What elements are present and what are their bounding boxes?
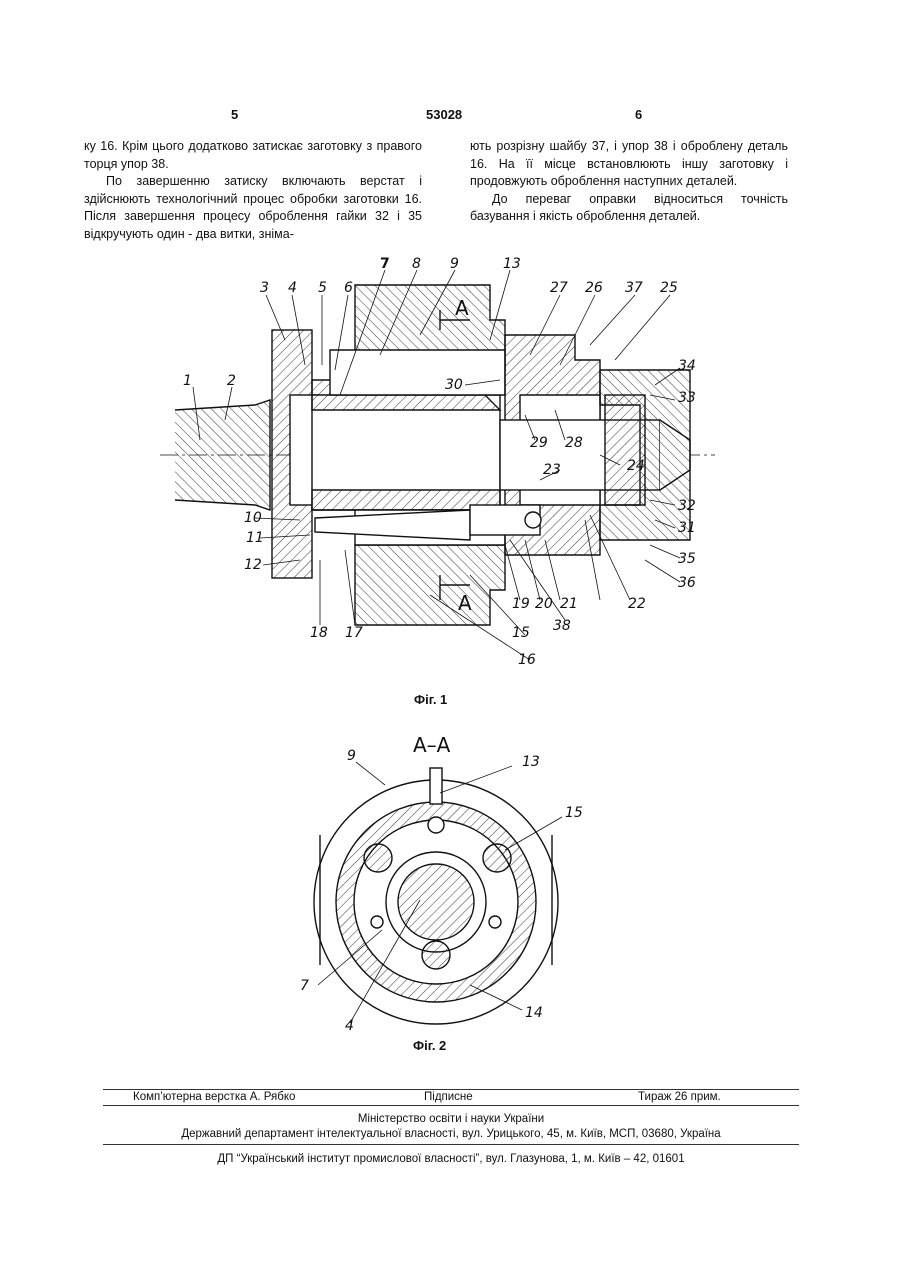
label-4: 4 bbox=[345, 1018, 354, 1034]
label-5: 5 bbox=[318, 280, 327, 296]
footer-rule-bottom bbox=[103, 1144, 799, 1145]
label-6: 6 bbox=[344, 280, 353, 296]
label-31: 31 bbox=[678, 520, 696, 536]
label-7: 7 bbox=[300, 978, 309, 994]
paragraph: По завершенню затиску включають верстат … bbox=[84, 173, 422, 243]
paragraph: ють розрізну шайбу 37, і упор 38 і оброб… bbox=[470, 138, 788, 191]
label-28: 28 bbox=[565, 435, 583, 451]
label-24: 24 bbox=[627, 458, 645, 474]
label-12: 12 bbox=[244, 557, 262, 573]
paragraph: ку 16. Крім цього додатково затискає заг… bbox=[84, 138, 422, 173]
label-29: 29 bbox=[530, 435, 548, 451]
label-13: 13 bbox=[522, 754, 540, 770]
label-36: 36 bbox=[678, 575, 696, 591]
footer-ministry: Міністерство освіти і науки України bbox=[103, 1113, 799, 1125]
label-22: 22 bbox=[628, 596, 646, 612]
label-17: 17 bbox=[345, 625, 363, 641]
label-13: 13 bbox=[503, 256, 521, 272]
patent-number: 53028 bbox=[426, 107, 462, 122]
figure-2-caption: Фіг. 2 bbox=[413, 1038, 446, 1053]
label-4: 4 bbox=[288, 280, 297, 296]
page-number-right: 6 bbox=[635, 107, 642, 122]
section-title: А–А bbox=[413, 733, 451, 757]
label-16: 16 bbox=[518, 652, 536, 668]
label-9: 9 bbox=[450, 256, 459, 272]
footer-rule-middle bbox=[103, 1105, 799, 1106]
label-21: 21 bbox=[560, 596, 578, 612]
footer-rule-top bbox=[103, 1089, 799, 1090]
label-15: 15 bbox=[512, 625, 530, 641]
label-20: 20 bbox=[535, 596, 553, 612]
page-number-left: 5 bbox=[231, 107, 238, 122]
label-33: 33 bbox=[678, 390, 696, 406]
footer-signed: Підписне bbox=[424, 1091, 473, 1103]
footer-row: Комп’ютерна верстка А. Рябко Підписне Ти… bbox=[103, 1091, 799, 1105]
label-32: 32 bbox=[678, 498, 696, 514]
figure-1-caption: Фіг. 1 bbox=[414, 692, 447, 707]
label-18: 18 bbox=[310, 625, 328, 641]
label-27: 27 bbox=[550, 280, 568, 296]
label-23: 23 bbox=[543, 462, 561, 478]
label-37: 37 bbox=[625, 280, 643, 296]
label-2: 2 bbox=[227, 373, 236, 389]
footer-institute: ДП “Український інститут промислової вла… bbox=[103, 1153, 799, 1165]
label-1: 1 bbox=[183, 373, 192, 389]
paragraph: До переваг оправки відноситься точність … bbox=[470, 191, 788, 226]
label-34: 34 bbox=[678, 358, 696, 374]
right-text-column: ють розрізну шайбу 37, і упор 38 і оброб… bbox=[470, 138, 788, 226]
label-38: 38 bbox=[553, 618, 571, 634]
label-7: 7 bbox=[380, 256, 390, 272]
label-3: 3 bbox=[260, 280, 269, 296]
label-9: 9 bbox=[347, 748, 356, 764]
label-10: 10 bbox=[244, 510, 262, 526]
label-35: 35 bbox=[678, 551, 696, 567]
figure-1-drawing: А А bbox=[0, 250, 901, 670]
label-19: 19 bbox=[512, 596, 530, 612]
footer-department: Державний департамент інтелектуальної вл… bbox=[103, 1128, 799, 1140]
label-8: 8 bbox=[412, 256, 421, 272]
footer-typesetter: Комп’ютерна верстка А. Рябко bbox=[133, 1091, 295, 1103]
label-11: 11 bbox=[246, 530, 264, 546]
footer-circulation: Тираж 26 прим. bbox=[638, 1091, 721, 1103]
label-15: 15 bbox=[565, 805, 583, 821]
label-25: 25 bbox=[660, 280, 678, 296]
left-text-column: ку 16. Крім цього додатково затискає заг… bbox=[84, 138, 422, 244]
figure-2-drawing: А–А 9 13 15 7 4 14 bbox=[0, 725, 901, 1045]
label-14: 14 bbox=[525, 1005, 543, 1021]
label-30: 30 bbox=[445, 377, 463, 393]
section-mark-bottom: А bbox=[458, 591, 472, 615]
section-mark-top: А bbox=[455, 296, 469, 320]
label-26: 26 bbox=[585, 280, 603, 296]
